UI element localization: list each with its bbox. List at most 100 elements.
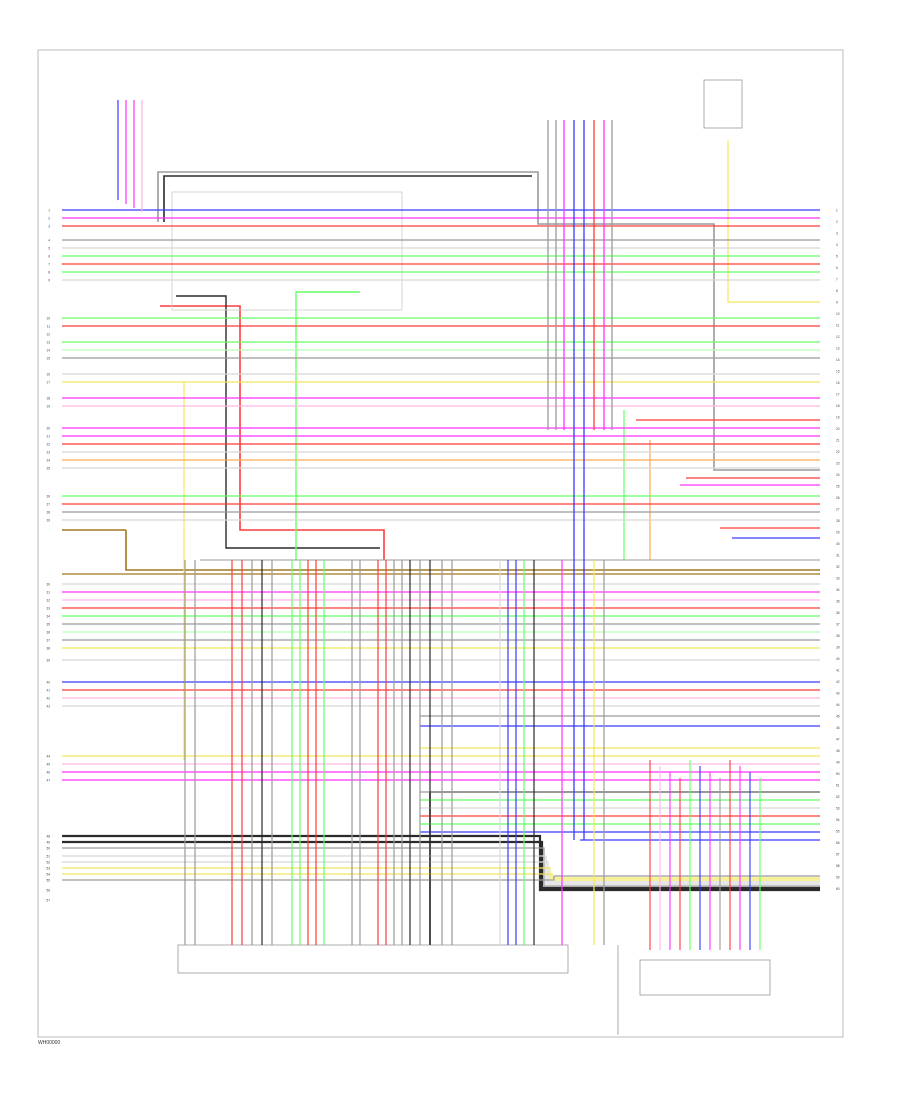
left-pin-number: 14 [46,349,50,353]
left-pin-number: 48 [46,835,50,839]
left-pin-number: 19 [46,405,50,409]
right-pin-number: 14 [836,358,840,362]
left-pin-number: 20 [46,427,50,431]
left-pin-number: 9 [48,279,50,283]
right-pin-number: 44 [836,703,840,707]
left-pin-number: 51 [46,855,50,859]
left-pin-number: 50 [46,847,50,851]
left-pin-number: 29 [46,519,50,523]
right-pin-number: 7 [836,278,838,282]
left-pin-number: 5 [48,247,50,251]
right-pin-number: 52 [836,795,840,799]
left-pin-number: 41 [46,689,50,693]
right-pin-number: 2 [836,220,838,224]
right-pin-number: 33 [836,577,840,581]
right-pin-number: 6 [836,266,838,270]
left-pin-number: 6 [48,255,50,259]
right-pin-number: 4 [836,243,838,247]
left-pin-number: 11 [47,325,51,329]
right-pin-number: 46 [836,726,840,730]
left-pin-number: 55 [46,879,50,883]
right-pin-number: 32 [836,565,840,569]
harness-path [125,530,820,571]
horizontal-wire [62,873,820,879]
left-pin-number: 8 [48,271,50,275]
right-pin-number: 24 [836,473,840,477]
right-pin-number: 20 [836,427,840,431]
left-pin-number: 28 [46,511,50,515]
right-pin-number: 22 [836,450,840,454]
right-pin-number: 50 [836,772,840,776]
right-pin-number: 19 [836,416,840,420]
right-pin-number: 38 [836,634,840,638]
left-pin-number: 15 [46,357,50,361]
left-pin-number: 3 [48,225,50,229]
right-pin-number: 45 [836,715,840,719]
static-wiring [62,79,820,1035]
left-pin-number: 49 [46,841,50,845]
left-pin-number: 32 [46,599,50,603]
left-pin-number: 37 [46,639,50,643]
right-pin-number: 39 [836,646,840,650]
harness-path [176,295,380,549]
left-pin-number: 23 [46,451,50,455]
left-pin-number: 45 [46,763,50,767]
left-pin-number: 16 [46,373,50,377]
left-pin-number: 4 [48,239,50,243]
horizontal-wire [62,847,820,887]
right-pin-number: 42 [836,680,840,684]
pin-labels: 1234567891011121314151617181920212223242… [46,209,839,903]
splice-pack-outline [171,191,403,311]
left-pin-number: 53 [46,867,50,871]
left-pin-number: 7 [48,263,50,267]
harness-path [157,171,820,471]
right-pin-number: 5 [836,255,838,259]
diagram-border [37,49,844,1038]
left-pin-number: 54 [46,873,50,877]
right-pin-number: 47 [836,738,840,742]
right-pin-number: 57 [836,853,840,857]
left-pin-number: 57 [46,899,50,903]
left-pin-number: 47 [46,779,50,783]
page-id: WH00000 [38,1040,61,1046]
left-pin-number: 10 [46,317,50,321]
left-pin-number: 18 [46,397,50,401]
bottom-connector-strip [177,944,569,974]
right-pin-number: 34 [836,588,840,592]
right-pin-number: 37 [836,623,840,627]
left-pin-number: 1 [48,209,50,213]
harness-path [295,291,360,560]
right-pin-number: 26 [836,496,840,500]
right-pin-number: 31 [836,554,840,558]
left-pin-number: 34 [46,615,50,619]
harness-path [160,305,385,560]
right-pin-number: 29 [836,531,840,535]
left-pin-number: 35 [46,623,50,627]
right-pin-number: 21 [836,439,840,443]
left-pin-number: 31 [46,591,50,595]
right-pin-number: 23 [836,462,840,466]
right-pin-number: 41 [836,669,840,673]
left-pin-number: 39 [46,659,50,663]
right-pin-number: 16 [836,381,840,385]
wire-runs [62,100,820,950]
right-pin-number: 11 [836,324,840,328]
left-pin-number: 38 [46,647,50,651]
left-pin-number: 13 [46,341,50,345]
left-pin-number: 52 [46,861,50,865]
right-pin-number: 9 [836,301,838,305]
right-pin-number: 36 [836,611,840,615]
right-pin-number: 3 [836,232,838,236]
right-pin-number: 54 [836,818,840,822]
right-pin-number: 13 [836,347,840,351]
right-pin-number: 27 [836,508,840,512]
left-pin-number: 56 [46,889,50,893]
right-pin-number: 28 [836,519,840,523]
left-pin-number: 42 [46,697,50,701]
right-pin-number: 51 [836,784,840,788]
right-pin-number: 58 [836,864,840,868]
harness-path [163,175,532,222]
left-pin-number: 2 [48,217,50,221]
right-pin-number: 18 [836,404,840,408]
